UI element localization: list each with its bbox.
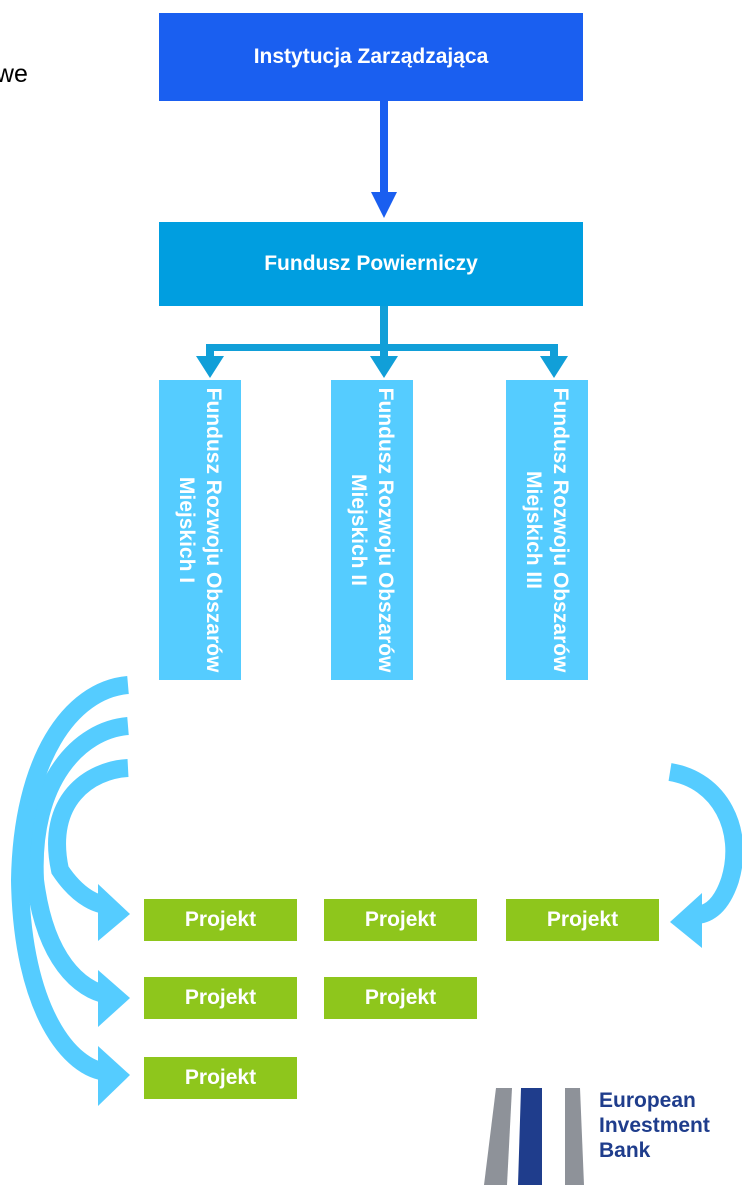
eib-logo-mark	[484, 1088, 584, 1185]
project-box-fund2-2: Projekt	[324, 977, 477, 1019]
managing-institution-box: Instytucja Zarządzająca	[159, 13, 583, 101]
urban-fund-3-box: Fundusz Rozwoju Obszarów Miejskich III	[506, 380, 588, 680]
logo-text-investment: Investment	[599, 1114, 710, 1137]
curved-arrow-project-2	[25, 717, 130, 1027]
curved-arrow-project-1	[48, 759, 130, 941]
logo-text-european: European	[599, 1089, 696, 1112]
cropped-left-text: owe	[0, 60, 28, 88]
logo-text-bank: Bank	[599, 1139, 651, 1162]
project-box-fund1-2: Projekt	[144, 977, 297, 1019]
curved-arrow-project-3	[10, 676, 130, 1106]
urban-fund-3-label: Fundusz Rozwoju Obszarów Miejskich III	[522, 387, 572, 673]
arrow-managing-to-trust	[371, 101, 397, 218]
arrow-trust-to-funds	[196, 306, 568, 378]
project-box-fund3-1: Projekt	[506, 899, 659, 941]
urban-fund-2-label: Fundusz Rozwoju Obszarów Miejskich II	[347, 387, 397, 673]
project-box-fund2-1: Projekt	[324, 899, 477, 941]
urban-fund-1-box: Fundusz Rozwoju Obszarów Miejskich I	[159, 380, 241, 680]
project-box-fund1-3: Projekt	[144, 1057, 297, 1099]
urban-fund-1-label: Fundusz Rozwoju Obszarów Miejskich I	[175, 387, 225, 673]
urban-fund-2-box: Fundusz Rozwoju Obszarów Miejskich II	[331, 380, 413, 680]
curved-arrow-right-project	[668, 763, 742, 948]
trust-fund-box: Fundusz Powierniczy	[159, 222, 583, 306]
project-box-fund1-1: Projekt	[144, 899, 297, 941]
